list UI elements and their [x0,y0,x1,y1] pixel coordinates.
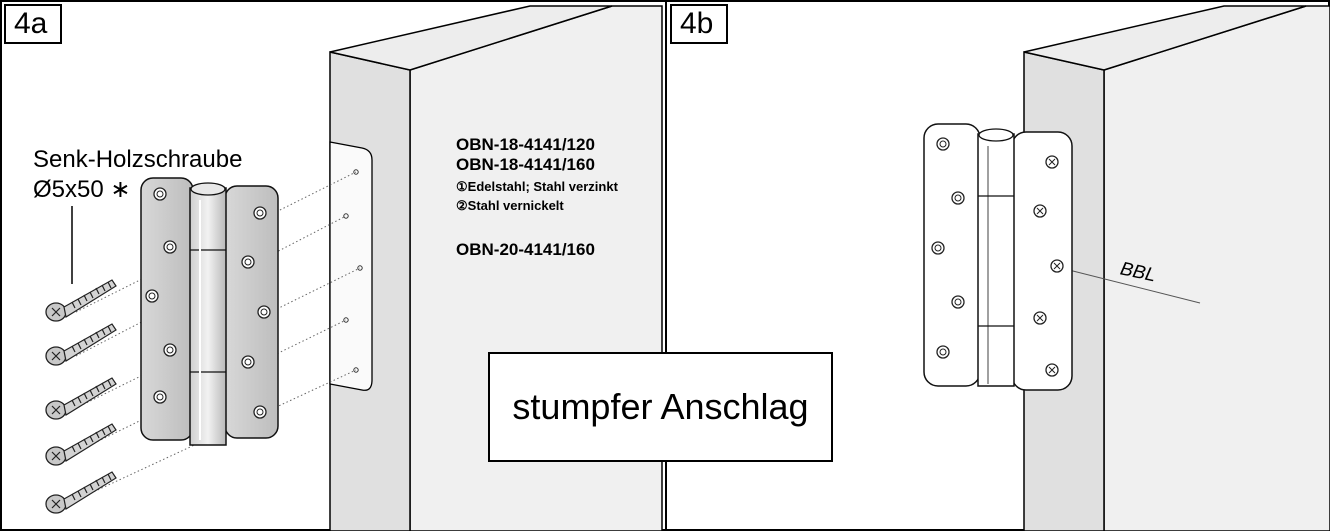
bbl-line [1056,266,1201,304]
part-number-2: OBN-18-4141/160 [456,155,595,174]
part-number-3: OBN-20-4141/160 [456,240,595,259]
screw-size-label: Ø5x50 ∗ [33,176,131,203]
hinge-4b [923,123,1073,391]
screws-4a [45,279,117,514]
screw-type-label: Senk-Holzschraube [33,146,243,173]
panel-label-4a: 4a [4,4,62,44]
part-number-1: OBN-18-4141/120 [456,135,595,154]
material-note-2: ②Stahl vernickelt [456,198,564,213]
material-note-1: ①Edelstahl; Stahl verzinkt [456,179,618,194]
mounting-type-box: stumpfer Anschlag [488,352,833,462]
hinge-4a [140,177,279,446]
panel-label-4b: 4b [670,4,728,44]
